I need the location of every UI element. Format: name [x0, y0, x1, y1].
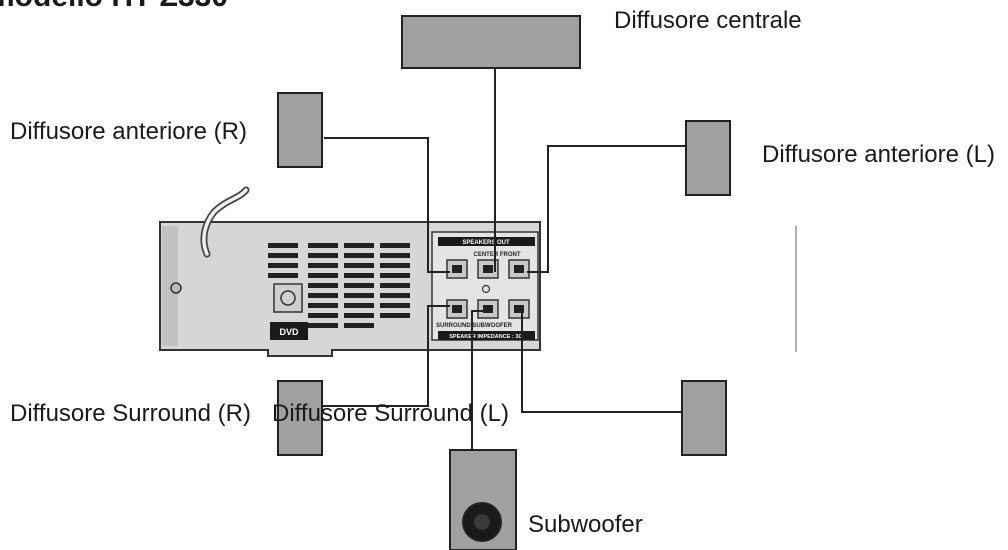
screw-icon — [170, 282, 182, 294]
label-center-speaker: Diffusore centrale — [614, 7, 802, 34]
vent-grille — [268, 243, 410, 328]
label-surround-left-speaker: Diffusore Surround (L) — [272, 400, 509, 427]
surround-right-speaker — [277, 380, 323, 456]
front-right-speaker — [277, 92, 323, 168]
surround-sub-label: SURROUND SUBWOOFER — [436, 323, 513, 329]
label-front-right-speaker: Diffusore anteriore (R) — [10, 118, 247, 145]
speaker-terminal-panel: SPEAKERS OUT CENTER FRONT SURROUND SUBWO… — [431, 231, 539, 341]
wire-front-l — [527, 145, 686, 273]
dvd-badge-text: DVD — [279, 327, 299, 337]
center-front-label: CENTER FRONT — [474, 252, 521, 258]
center-speaker — [401, 15, 581, 69]
wire-surround-r — [322, 305, 450, 407]
front-left-speaker — [685, 120, 731, 196]
wire-surround-l — [521, 311, 682, 413]
model-title: modello HT-Z330 — [0, 0, 228, 13]
label-front-left-speaker: Diffusore anteriore (L) — [762, 141, 995, 168]
fan-panel — [273, 283, 303, 313]
fan-icon — [280, 290, 296, 306]
surround-left-speaker — [681, 380, 727, 456]
terminal-surround-l — [508, 299, 530, 319]
center-screw-icon — [481, 284, 491, 294]
wire-subwoofer — [471, 310, 486, 450]
terminal-surround-r — [446, 299, 468, 319]
terminal-subwoofer — [477, 299, 499, 319]
label-surround-right-speaker: Diffusore Surround (R) — [10, 400, 251, 427]
speakers-out-label: SPEAKERS OUT — [462, 240, 510, 246]
terminal-center — [477, 259, 499, 279]
dvd-badge — [270, 322, 308, 340]
label-subwoofer: Subwoofer — [528, 511, 643, 538]
terminal-front-r — [446, 259, 468, 279]
subwoofer-speaker — [449, 449, 517, 550]
impedance-label: SPEAKER IMPEDANCE : 3Ω — [449, 334, 523, 340]
wire-front-r — [324, 137, 450, 273]
terminal-front-l — [508, 259, 530, 279]
speakers-out-header — [438, 237, 535, 246]
speaker-wires — [322, 68, 686, 450]
impedance-footer — [438, 331, 535, 340]
